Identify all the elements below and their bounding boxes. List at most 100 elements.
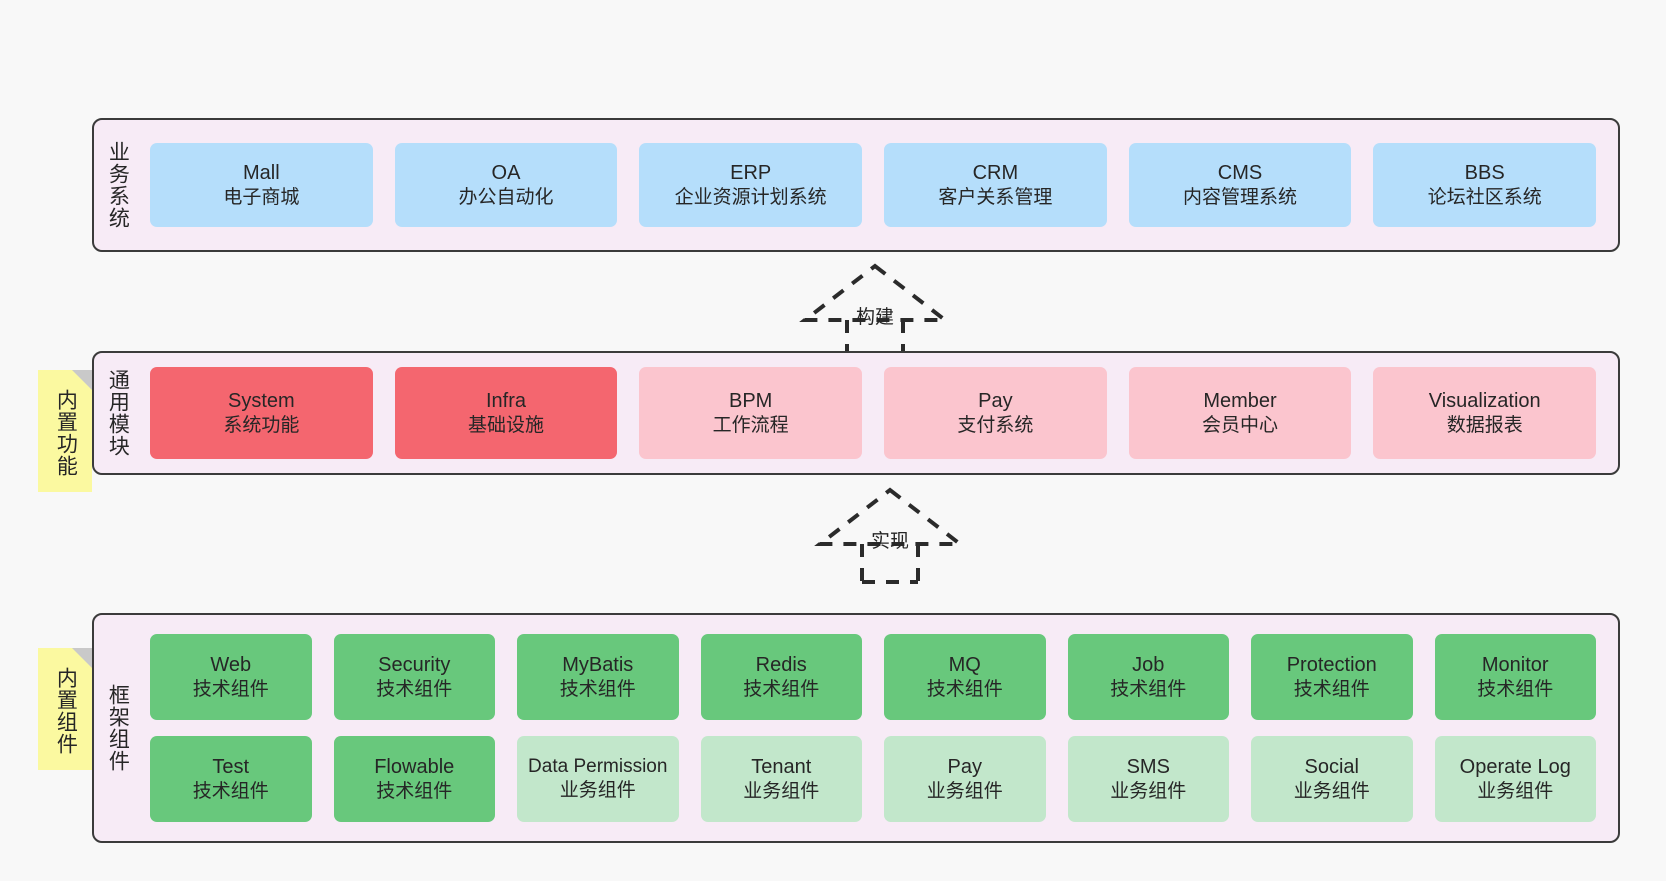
cell-visualization[interactable]: Visualization 数据报表	[1373, 367, 1597, 459]
cell-title: Security	[378, 653, 451, 676]
cell-title: System	[227, 389, 295, 412]
layer-label-framework-components: 框架组件	[106, 684, 130, 772]
cell-title: BPM	[729, 389, 773, 412]
cell-subtitle: 内容管理系统	[1183, 186, 1298, 208]
note-fold-corner-icon	[72, 370, 92, 390]
cell-title: Web	[210, 653, 252, 676]
cell-title: Flowable	[374, 755, 455, 778]
cell-security[interactable]: Security 技术组件	[333, 634, 495, 720]
cell-title: Tenant	[751, 755, 812, 778]
cell-subtitle: 企业资源计划系统	[674, 186, 827, 208]
implement-arrow-icon	[814, 487, 966, 584]
cell-subtitle: 支付系统	[957, 414, 1034, 436]
cell-data-permission[interactable]: Data Permission 业务组件	[517, 736, 679, 822]
cell-title: Mall	[243, 161, 280, 184]
cell-subtitle: 技术组件	[192, 780, 269, 802]
cell-mybatis[interactable]: MyBatis 技术组件	[517, 634, 679, 720]
cell-subtitle: 客户关系管理	[938, 186, 1053, 208]
cell-title: OA	[491, 161, 521, 184]
cell-subtitle: 业务组件	[1477, 780, 1554, 802]
cell-cms[interactable]: CMS 内容管理系统	[1128, 143, 1352, 227]
layer-label-common-modules: 通用模块	[106, 369, 130, 457]
cell-title: Social	[1304, 755, 1359, 778]
cell-subtitle: 系统功能	[223, 414, 300, 436]
cell-title: Infra	[485, 389, 527, 412]
cell-subtitle: 技术组件	[192, 678, 269, 700]
cell-protection[interactable]: Protection 技术组件	[1251, 634, 1413, 720]
cell-subtitle: 业务组件	[1110, 780, 1187, 802]
cell-title: Operate Log	[1459, 755, 1571, 778]
note-fold-corner-icon	[72, 648, 92, 668]
connector-implement: 实现	[810, 486, 970, 584]
cell-monitor[interactable]: Monitor 技术组件	[1434, 634, 1596, 720]
cell-social[interactable]: Social 业务组件	[1251, 736, 1413, 822]
cell-web[interactable]: Web 技术组件	[150, 634, 312, 720]
cell-title: Member	[1203, 389, 1277, 412]
layer-label-business-systems: 业务系统	[106, 141, 130, 229]
cell-pay-module[interactable]: Pay 支付系统	[884, 367, 1107, 459]
layer-body-business-systems: Mall 电子商城 OA 办公自动化 ERP 企业资源计划系统 CRM 客户关系…	[140, 120, 1618, 250]
layer-business-systems: 业务系统 Mall 电子商城 OA 办公自动化 ERP 企业资源计划系统 CRM…	[92, 118, 1620, 252]
layer-common-modules: 通用模块 System 系统功能 Infra 基础设施 BPM 工作流程 Pay…	[92, 351, 1620, 475]
cell-oa[interactable]: OA 办公自动化	[394, 143, 618, 227]
cell-subtitle: 论坛社区系统	[1427, 186, 1542, 208]
cell-title: CMS	[1217, 161, 1263, 184]
row-technical-components: Web 技术组件 Security 技术组件 MyBatis 技术组件 Redi…	[150, 634, 1596, 720]
cell-subtitle: 工作流程	[712, 414, 789, 436]
connector-build-label: 构建	[855, 307, 894, 328]
cell-redis[interactable]: Redis 技术组件	[700, 634, 862, 720]
layer-framework-components: 框架组件 Web 技术组件 Security 技术组件 MyBatis 技术组件…	[92, 613, 1620, 843]
cell-test[interactable]: Test 技术组件	[150, 736, 312, 822]
cell-mq[interactable]: MQ 技术组件	[884, 634, 1046, 720]
cell-title: Test	[212, 755, 250, 778]
cell-subtitle: 技术组件	[376, 780, 453, 802]
cell-title: Pay	[978, 389, 1013, 412]
cell-subtitle: 业务组件	[1293, 780, 1370, 802]
cell-title: Pay	[947, 755, 982, 778]
cell-operate-log[interactable]: Operate Log 业务组件	[1434, 736, 1596, 822]
connector-build: 构建	[795, 262, 955, 360]
row-common-modules: System 系统功能 Infra 基础设施 BPM 工作流程 Pay 支付系统…	[150, 367, 1597, 459]
layer-body-framework-components: Web 技术组件 Security 技术组件 MyBatis 技术组件 Redi…	[140, 615, 1618, 841]
connector-implement-label: 实现	[870, 531, 909, 552]
cell-sms[interactable]: SMS 业务组件	[1067, 736, 1229, 822]
cell-member[interactable]: Member 会员中心	[1128, 367, 1352, 459]
cell-subtitle: 基础设施	[468, 414, 545, 436]
sticky-note-builtin-components: 内置组件	[38, 648, 92, 770]
cell-title: Monitor	[1481, 653, 1549, 676]
cell-subtitle: 业务组件	[926, 780, 1003, 802]
cell-erp[interactable]: ERP 企业资源计划系统	[639, 143, 863, 227]
cell-pay-component[interactable]: Pay 业务组件	[884, 736, 1046, 822]
cell-bbs[interactable]: BBS 论坛社区系统	[1373, 143, 1597, 227]
cell-system[interactable]: System 系统功能	[150, 367, 373, 459]
cell-title: Data Permission	[528, 756, 668, 778]
cell-job[interactable]: Job 技术组件	[1067, 634, 1229, 720]
cell-title: BBS	[1464, 161, 1505, 184]
cell-title: Visualization	[1428, 389, 1541, 412]
cell-title: Redis	[755, 653, 807, 676]
cell-tenant[interactable]: Tenant 业务组件	[700, 736, 862, 822]
cell-subtitle: 技术组件	[1110, 678, 1187, 700]
cell-subtitle: 会员中心	[1202, 414, 1279, 436]
cell-crm[interactable]: CRM 客户关系管理	[884, 143, 1107, 227]
cell-subtitle: 技术组件	[743, 678, 820, 700]
cell-title: MQ	[948, 653, 981, 676]
cell-subtitle: 办公自动化	[458, 186, 554, 208]
sticky-note-label: 内置功能	[54, 389, 78, 477]
cell-subtitle: 数据报表	[1446, 414, 1523, 436]
sticky-note-label: 内置组件	[54, 667, 78, 755]
cell-bpm[interactable]: BPM 工作流程	[639, 367, 863, 459]
cell-subtitle: 技术组件	[559, 678, 636, 700]
row-business-systems: Mall 电子商城 OA 办公自动化 ERP 企业资源计划系统 CRM 客户关系…	[150, 143, 1597, 227]
cell-subtitle: 电子商城	[223, 186, 300, 208]
cell-subtitle: 业务组件	[743, 780, 820, 802]
cell-subtitle: 技术组件	[926, 678, 1003, 700]
sticky-note-builtin-functions: 内置功能	[38, 370, 92, 492]
cell-mall[interactable]: Mall 电子商城	[150, 143, 373, 227]
cell-title: SMS	[1126, 755, 1170, 778]
cell-flowable[interactable]: Flowable 技术组件	[333, 736, 495, 822]
cell-subtitle: 技术组件	[376, 678, 453, 700]
cell-infra[interactable]: Infra 基础设施	[394, 367, 618, 459]
layer-body-common-modules: System 系统功能 Infra 基础设施 BPM 工作流程 Pay 支付系统…	[140, 353, 1618, 473]
